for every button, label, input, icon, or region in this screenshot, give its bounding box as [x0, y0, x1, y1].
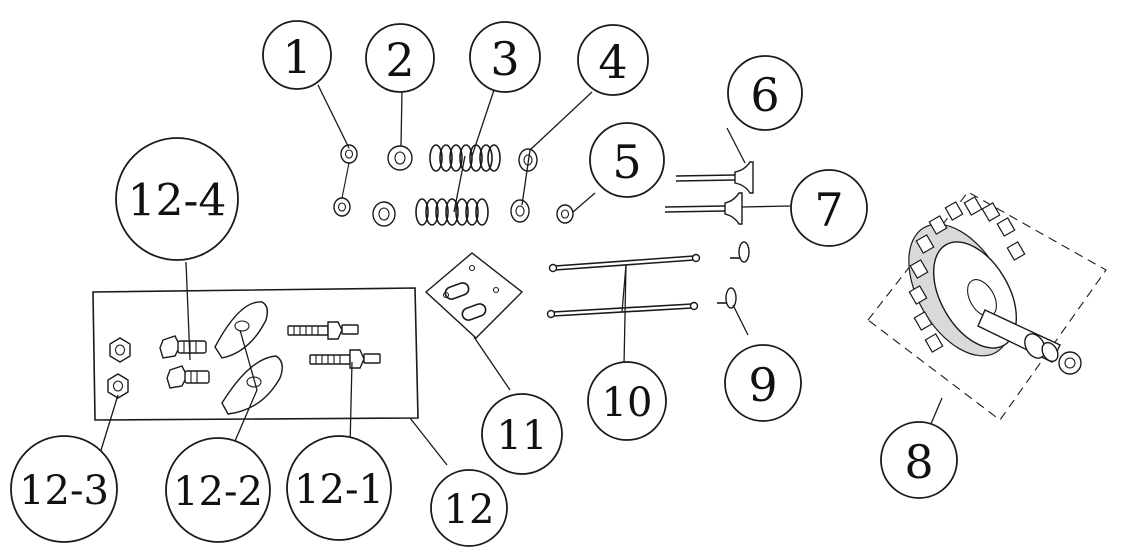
callout-11: 11 — [481, 393, 563, 475]
callout-12: 12 — [430, 469, 508, 547]
part-5-cap — [556, 204, 574, 224]
part-2-spring-seats — [372, 145, 413, 227]
callout-12-3: 12-3 — [10, 435, 118, 543]
callout-4: 4 — [577, 24, 649, 96]
callout-2-label: 2 — [385, 33, 414, 87]
part-4-rotators — [510, 148, 538, 223]
callout-3: 3 — [469, 21, 541, 93]
callout-12-1-label: 12-1 — [294, 467, 384, 513]
callout-12-2: 12-2 — [165, 437, 271, 543]
callout-3-label: 3 — [490, 32, 519, 86]
part-1-retainers — [333, 144, 358, 217]
callout-2: 2 — [365, 23, 435, 93]
callout-9-label: 9 — [748, 358, 777, 412]
callout-6-label: 6 — [750, 68, 779, 122]
part-3-valve-springs — [415, 144, 501, 226]
part-12-3-nuts — [107, 337, 131, 399]
part-9-tappets — [717, 241, 750, 309]
callout-7-label: 7 — [814, 183, 843, 237]
part-12-4-bolts — [159, 335, 210, 389]
callout-5-label: 5 — [612, 135, 641, 189]
callout-8: 8 — [880, 421, 958, 499]
callout-10: 10 — [587, 361, 667, 441]
callout-12-1: 12-1 — [286, 435, 392, 541]
callout-7: 7 — [790, 169, 868, 247]
part-7-valve — [664, 192, 743, 225]
callout-12-2-label: 12-2 — [173, 469, 263, 515]
callout-12-3-label: 12-3 — [19, 468, 109, 514]
part-12-1-studs — [287, 321, 381, 369]
part-12-2-rocker-arms — [214, 301, 283, 415]
callout-6: 6 — [727, 55, 803, 131]
callout-8-label: 8 — [904, 435, 933, 489]
callout-12-label: 12 — [444, 487, 495, 533]
callout-1-label: 1 — [282, 30, 311, 84]
callout-11-label: 11 — [497, 413, 548, 459]
callout-1: 1 — [262, 20, 332, 90]
part-10-push-rods — [546, 253, 701, 319]
part-6-valve — [675, 161, 754, 194]
callout-9: 9 — [724, 344, 802, 422]
callout-12-4-label: 12-4 — [128, 176, 227, 227]
callout-4-label: 4 — [598, 35, 627, 89]
callout-12-4: 12-4 — [115, 137, 239, 261]
part-12-rocker-assembly-frame — [92, 287, 419, 421]
callout-5: 5 — [589, 122, 665, 198]
part-8-camshaft-gear — [867, 191, 1107, 421]
callout-10-label: 10 — [602, 380, 653, 426]
part-11-gasket — [424, 252, 524, 339]
